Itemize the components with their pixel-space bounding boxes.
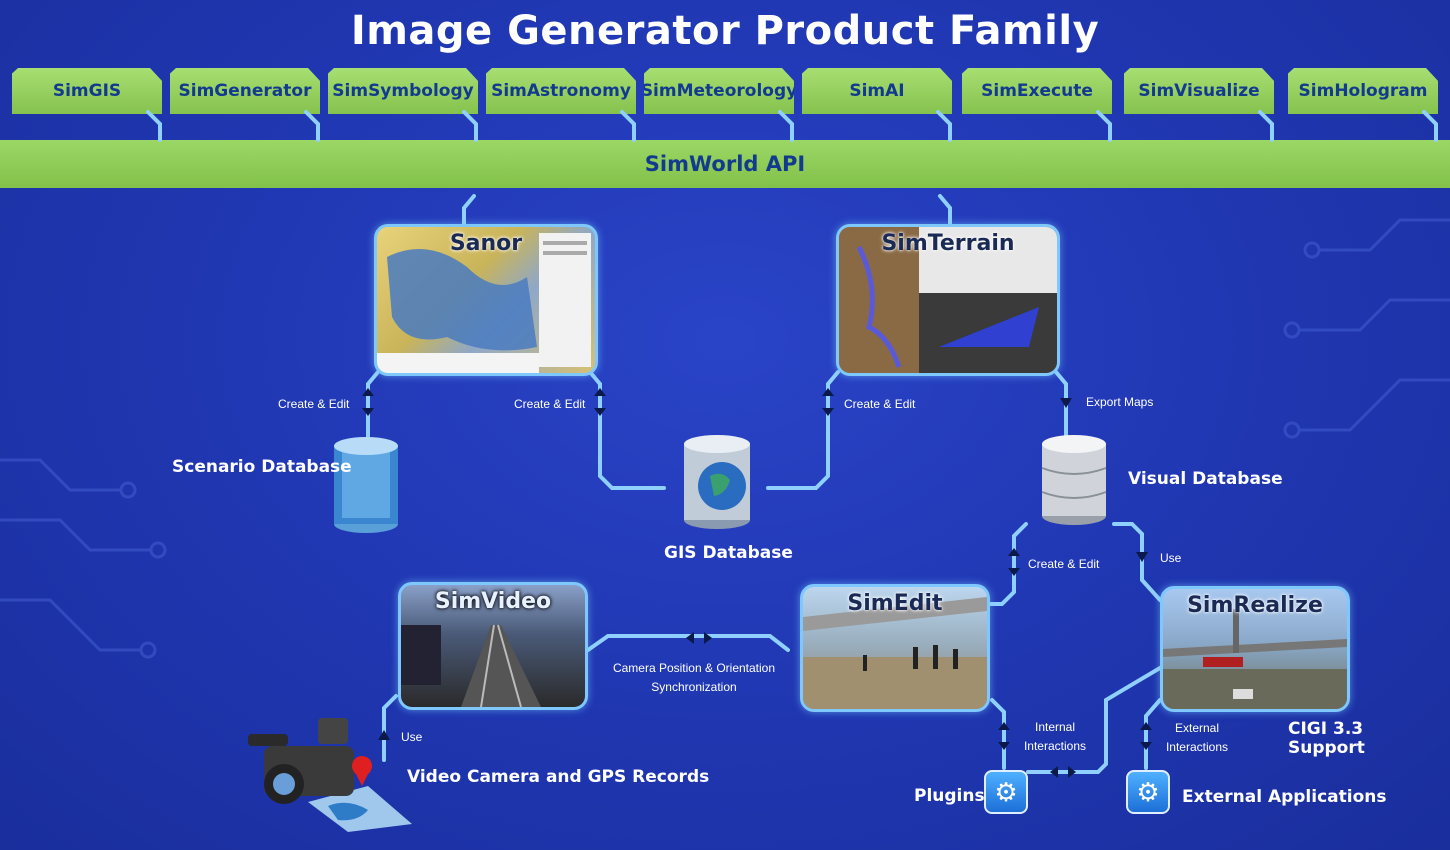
label-create-edit-sanor-scenario: Create & Edit [278, 397, 350, 411]
label-external-1: External [1174, 721, 1220, 735]
scenario-database-label: Scenario Database [172, 457, 352, 477]
bridge-highway-thumbnail [1163, 609, 1347, 709]
terrain-thumbnail [839, 227, 1057, 373]
simedit-panel[interactable]: SimEdit [800, 584, 990, 712]
sanor-title: Sanor [449, 231, 523, 256]
label-sync-line1: Camera Position & Orientation [612, 661, 776, 675]
label-cigi-2: Support [1288, 738, 1365, 758]
label-sync-line2: Synchronization [651, 680, 737, 694]
label-create-edit-simedit: Create & Edit [1028, 557, 1100, 571]
plugins-label: Plugins [914, 786, 985, 806]
gis-database-label: GIS Database [664, 543, 793, 563]
label-cigi-1: CIGI 3.3 [1288, 719, 1364, 739]
tab-simgenerator[interactable]: SimGenerator [170, 68, 320, 114]
simrealize-panel[interactable]: SimRealize [1160, 586, 1350, 712]
label-create-edit-terrain-gis: Create & Edit [844, 397, 916, 411]
visual-database-icon[interactable] [1040, 434, 1108, 526]
visual-database-label: Visual Database [1128, 469, 1283, 489]
map-thumbnail [377, 233, 591, 373]
simterrain-panel[interactable]: SimTerrain [836, 224, 1060, 376]
simworld-api-bar: SimWorld API [0, 140, 1450, 188]
simedit-title: SimEdit [847, 591, 943, 616]
tab-simastronomy[interactable]: SimAstronomy [486, 68, 636, 114]
tab-simhologram[interactable]: SimHologram [1288, 68, 1438, 114]
scenario-database-icon[interactable] [332, 436, 400, 534]
tab-simvisualize[interactable]: SimVisualize [1124, 68, 1274, 114]
label-internal-1: Internal [1034, 720, 1076, 734]
sanor-panel[interactable]: Sanor [374, 224, 598, 376]
video-camera-icon[interactable] [248, 706, 414, 832]
tab-simai[interactable]: SimAI [802, 68, 952, 114]
plugins-gear-icon[interactable]: ⚙ [984, 770, 1028, 814]
simrealize-title: SimRealize [1187, 593, 1323, 618]
railway-thumbnail [401, 624, 541, 707]
label-external-2: Interactions [1165, 740, 1229, 754]
gis-database-icon[interactable] [682, 434, 752, 530]
external-apps-label: External Applications [1182, 787, 1387, 807]
external-apps-gear-icon[interactable]: ⚙ [1126, 770, 1170, 814]
bridge-scene-thumbnail [803, 597, 987, 709]
tab-simgis[interactable]: SimGIS [12, 68, 162, 114]
simvideo-title: SimVideo [434, 589, 552, 614]
tab-simsymbology[interactable]: SimSymbology [328, 68, 478, 114]
simvideo-panel[interactable]: SimVideo [398, 582, 588, 710]
simterrain-title: SimTerrain [881, 231, 1015, 256]
label-export-maps: Export Maps [1086, 395, 1154, 409]
label-create-edit-sanor-gis: Create & Edit [514, 397, 586, 411]
tab-simmeteorology[interactable]: SimMeteorology [644, 68, 794, 114]
diagram-title: Image Generator Product Family [350, 8, 1100, 54]
label-internal-2: Interactions [1023, 739, 1087, 753]
video-records-label: Video Camera and GPS Records [407, 767, 710, 787]
tab-simexecute[interactable]: SimExecute [962, 68, 1112, 114]
label-use-simrealize: Use [1160, 551, 1182, 565]
label-use-camera: Use [401, 730, 423, 744]
